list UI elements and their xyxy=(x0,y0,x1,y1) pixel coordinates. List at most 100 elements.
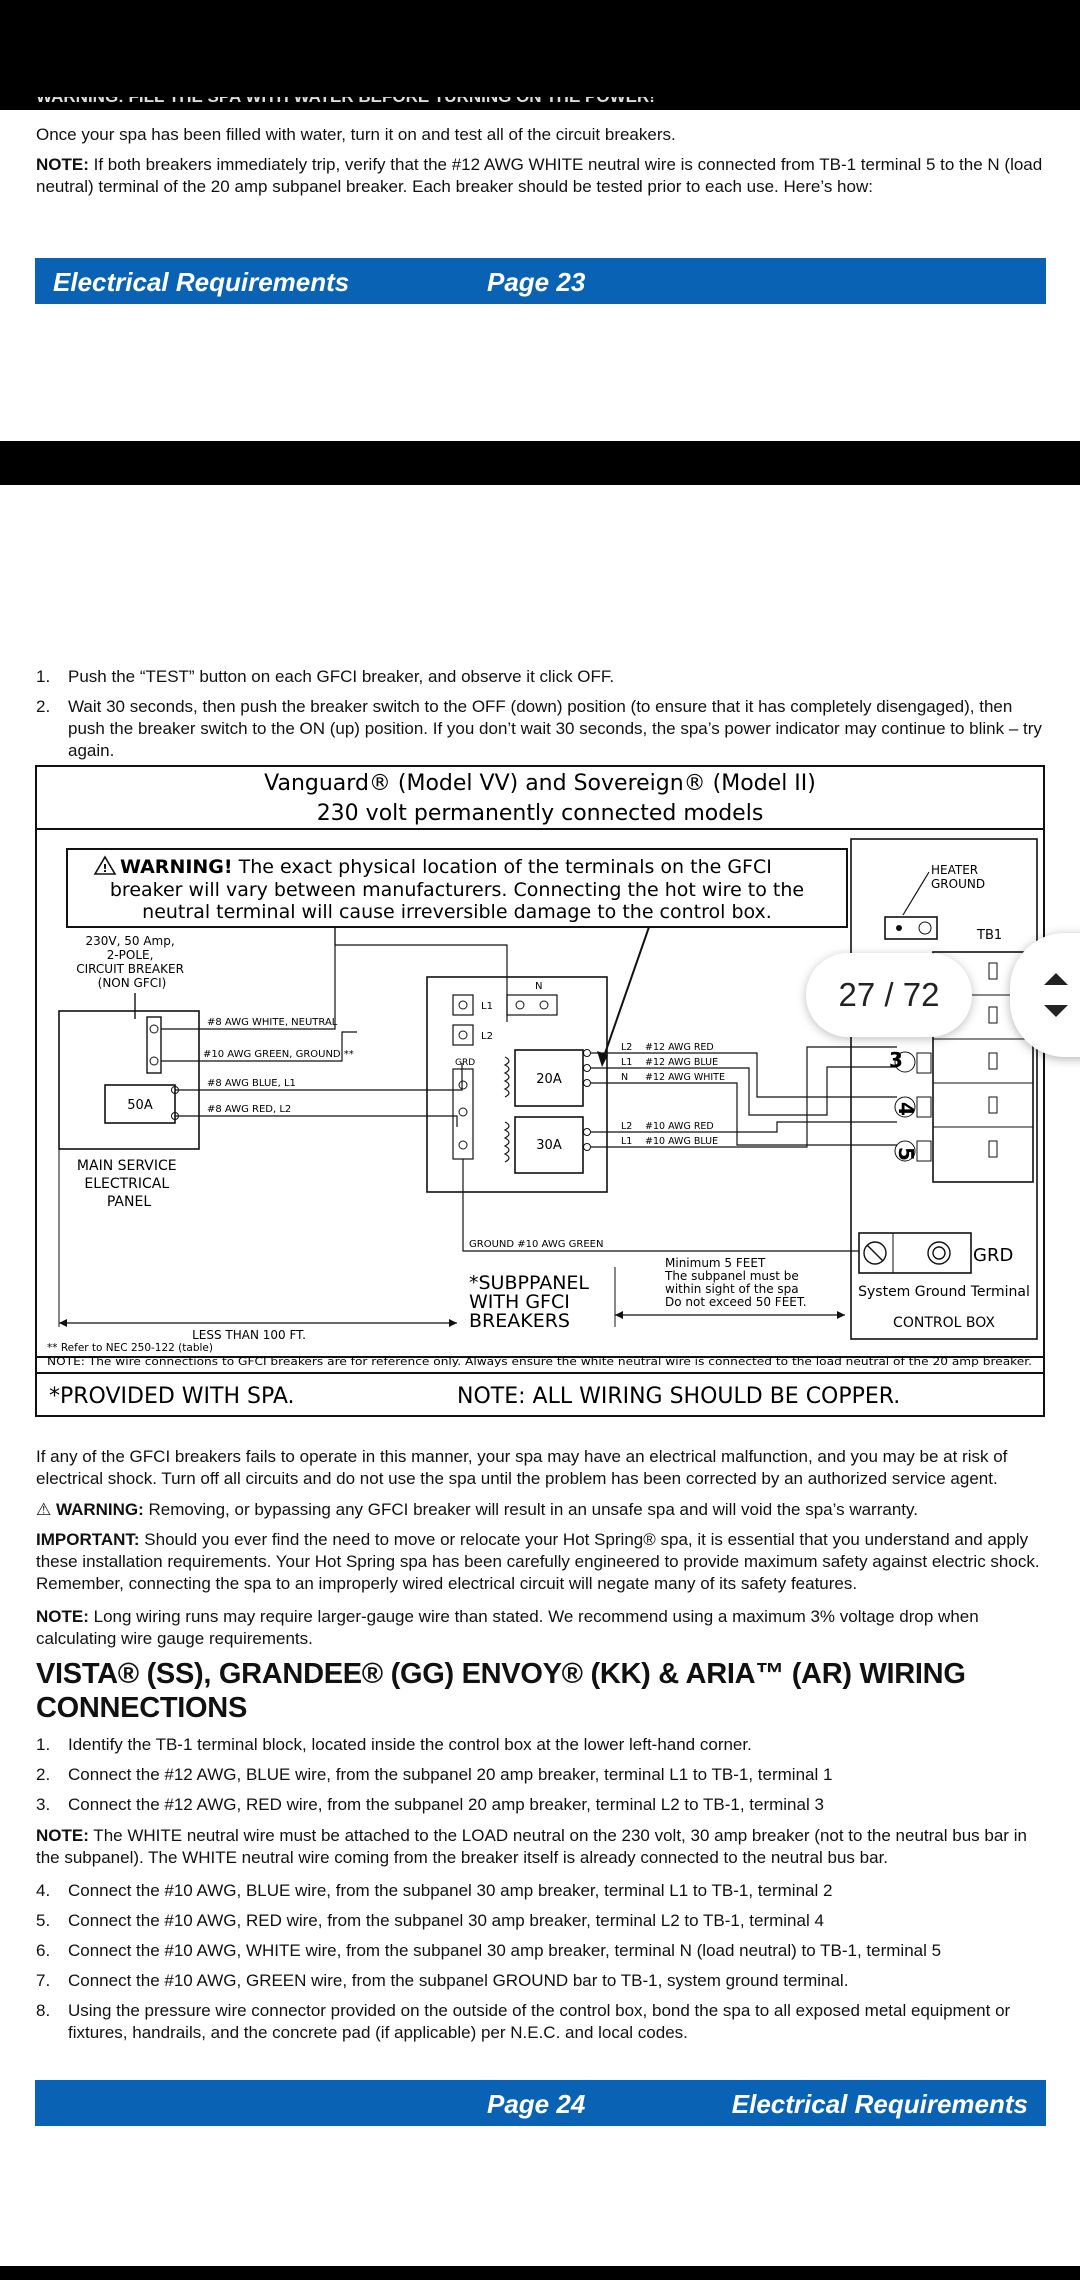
test-steps-list: 1. Push the “TEST” button on each GFCI b… xyxy=(36,666,1046,760)
diagram-subtitle: 230 volt permanently connected models xyxy=(317,801,764,826)
provided-with-spa: *PROVIDED WITH SPA. xyxy=(49,1384,295,1409)
page-up-icon[interactable] xyxy=(1044,973,1068,985)
subpanel-box xyxy=(426,976,608,1193)
step-number: 1. xyxy=(36,667,51,686)
subpanel-caption: *SUBPPANEL WITH GFCI BREAKERS xyxy=(469,1272,595,1332)
distance-limit: LESS THAN 100 FT. xyxy=(192,1328,306,1342)
footer-page-number: Page 23 xyxy=(487,267,586,297)
wiring-steps-list-b: 4. Connect the #10 AWG, BLUE wire, from t… xyxy=(36,1880,1046,2042)
breaker-20a xyxy=(514,1049,584,1107)
step-text: Connect the #10 AWG, GREEN wire, from th… xyxy=(68,1971,849,1990)
step-number: 6. xyxy=(36,1941,51,1960)
wiring-diagram: Vanguard® (Model VV) and Sovereign® (Mod… xyxy=(35,765,1045,1417)
right-wire-labels: L2#12 AWG RED L1#12 AWG BLUE N#12 AWG WH… xyxy=(621,1042,728,1147)
step-text: Connect the #10 AWG, WHITE wire, from th… xyxy=(68,1941,942,1960)
breaker-spec: 230V, 50 Amp, 2-POLE, CIRCUIT BREAKER (N… xyxy=(76,934,187,990)
note-text: The WHITE neutral wire must be attached … xyxy=(36,1826,1027,1867)
step-text: Using the pressure wire connector provid… xyxy=(68,2001,1011,2042)
page-down-icon[interactable] xyxy=(1044,1005,1068,1017)
sub-terminal-l1: L1 xyxy=(481,1001,493,1012)
control-box-label: CONTROL BOX xyxy=(893,1315,995,1331)
footer-page-number: Page 24 xyxy=(487,2089,586,2119)
wiring-steps-list-a: 1. Identify the TB-1 terminal block, loca… xyxy=(36,1734,1046,1814)
step-number: 2. xyxy=(36,697,51,716)
page-indicator: 27 / 72 xyxy=(806,953,972,1037)
grd-label: GRD xyxy=(973,1245,1013,1266)
step-text: Connect the #10 AWG, RED wire, from the … xyxy=(68,1911,824,1930)
cut-off-warning-line: WARNING: FILL THE SPA WITH WATER BEFORE … xyxy=(36,97,1046,110)
page-separator xyxy=(0,441,1080,485)
heater-ground-terminal xyxy=(884,916,938,940)
nec-reference: ** Refer to NEC 250-122 (table) xyxy=(47,1342,213,1354)
page-footer-24: Page 24 Electrical Requirements xyxy=(35,2080,1046,2126)
copper-note: NOTE: ALL WIRING SHOULD BE COPPER. xyxy=(457,1384,900,1409)
important-text: Should you ever find the need to move or… xyxy=(36,1530,1040,1593)
sub-terminal-l2: L2 xyxy=(481,1031,493,1042)
wiring-diagram-svg: Vanguard® (Model VV) and Sovereign® (Mod… xyxy=(37,771,1043,1409)
top-status-area xyxy=(0,0,1080,110)
warning-paragraph: ⚠ WARNING: Removing, or bypassing any GF… xyxy=(36,1499,1046,1521)
breaker-30a xyxy=(514,1116,584,1174)
main-breaker-50a xyxy=(104,1084,176,1124)
step-text: Push the “TEST” button on each GFCI brea… xyxy=(68,667,615,686)
warning-box xyxy=(66,848,848,928)
warning-label: WARNING: xyxy=(55,1500,144,1519)
note-text: If both breakers immediately trip, verif… xyxy=(36,155,1043,196)
breaker-20a-label: 20A xyxy=(536,1072,562,1087)
warning-text: Removing, or bypassing any GFCI breaker … xyxy=(143,1500,918,1519)
page-footer-23: Electrical Requirements Page 23 xyxy=(35,258,1046,304)
system-ground-label: System Ground Terminal xyxy=(858,1284,1030,1300)
warning-triangle-icon: ! xyxy=(93,855,117,875)
section-heading: VISTA® (SS), GRANDEE® (GG) ENVOY® (KK) &… xyxy=(36,1658,966,1724)
step-text: Connect the #12 AWG, RED wire, from the … xyxy=(68,1795,824,1814)
intro-line: Once your spa has been filled with water… xyxy=(36,125,676,144)
tb1-block xyxy=(932,951,1034,1183)
step-number: 4. xyxy=(36,1881,51,1900)
note-text: Long wiring runs may require larger-gaug… xyxy=(36,1607,979,1648)
note-label: NOTE: xyxy=(36,1607,89,1626)
bottom-bar xyxy=(0,2266,1080,2280)
step-number: 3. xyxy=(36,1795,51,1814)
sub-terminal-grd: GRD xyxy=(455,1058,475,1068)
step-number: 2. xyxy=(36,1765,51,1784)
distance-note: Minimum 5 FEET The subpanel must be with… xyxy=(664,1256,807,1309)
footer-section-title: Electrical Requirements xyxy=(53,267,350,297)
warning-line-3: neutral terminal will cause irreversible… xyxy=(142,901,772,923)
warning-line-1: WARNING! The exact physical location of … xyxy=(120,856,772,878)
step-text: Connect the #10 AWG, BLUE wire, from the… xyxy=(68,1881,833,1900)
diagram-note: NOTE: The wire connections to GFCI break… xyxy=(47,1356,1032,1368)
note-label: NOTE: xyxy=(36,1826,89,1845)
tb1-terminal-5: 5 xyxy=(894,1147,918,1161)
breaker-30a-label: 30A xyxy=(536,1138,562,1153)
tb1-terminal-numbers: 3 xyxy=(889,1048,903,1072)
intro-note: NOTE: If both breakers immediately trip,… xyxy=(36,154,1046,198)
main-panel-label: MAIN SERVICE ELECTRICAL PANEL xyxy=(77,1158,181,1210)
diagram-title: Vanguard® (Model VV) and Sovereign® (Mod… xyxy=(264,771,816,796)
tb1-label: TB1 xyxy=(976,928,1002,943)
control-box xyxy=(850,838,1038,1340)
step-number: 7. xyxy=(36,1971,51,1990)
neutral-wire-note: NOTE: The WHITE neutral wire must be att… xyxy=(36,1825,1046,1869)
warning-line-2: breaker will vary between manufacturers.… xyxy=(110,879,804,901)
step-number: 8. xyxy=(36,2001,51,2020)
step-text: Identify the TB-1 terminal block, locate… xyxy=(68,1735,752,1754)
note-label: NOTE: xyxy=(36,155,89,174)
ground-wire-label: GROUND #10 AWG GREEN xyxy=(469,1239,603,1250)
sub-terminal-n: N xyxy=(535,981,542,992)
main-service-panel xyxy=(58,1010,200,1150)
step-number: 5. xyxy=(36,1911,51,1930)
tb1-terminal-4: 4 xyxy=(894,1102,918,1116)
main-breaker-label: 50A xyxy=(127,1098,153,1113)
step-number: 1. xyxy=(36,1735,51,1754)
step-text: Wait 30 seconds, then push the breaker s… xyxy=(68,697,1042,760)
important-label: IMPORTANT: xyxy=(36,1530,140,1549)
heater-ground-label: HEATER GROUND xyxy=(931,863,985,891)
scroll-control[interactable] xyxy=(1010,933,1080,1057)
footer-section-title: Electrical Requirements xyxy=(731,2089,1028,2119)
step-text: Connect the #12 AWG, BLUE wire, from the… xyxy=(68,1765,833,1784)
svg-text:!: ! xyxy=(102,862,107,875)
important-paragraph: IMPORTANT: Should you ever find the need… xyxy=(36,1529,1046,1595)
gfci-failure-paragraph: If any of the GFCI breakers fails to ope… xyxy=(36,1447,1008,1488)
system-ground-terminal xyxy=(858,1232,972,1274)
wire-gauge-note: NOTE: Long wiring runs may require large… xyxy=(36,1606,1046,1650)
